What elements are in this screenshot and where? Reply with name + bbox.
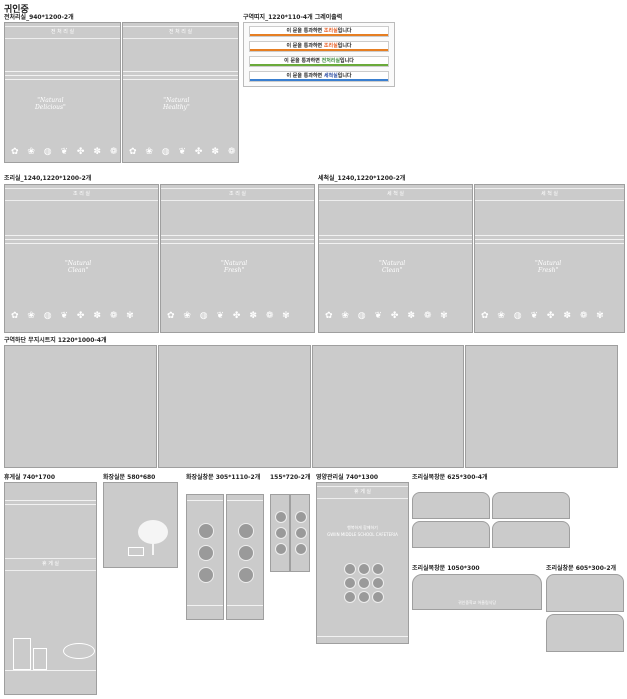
- kitchen-window2: [546, 614, 624, 652]
- page-title: 귀인중: [4, 5, 29, 15]
- slogan: 행복하게 함께하기: [347, 525, 378, 530]
- script-text: "Natural Fresh": [221, 260, 248, 274]
- kitchen-panel-right: 조 리 실 "Natural Fresh" ✿ ❀ ◍ ❦ ✤ ✽ ❁ ✾: [160, 184, 315, 333]
- plain-sheet: [158, 345, 311, 468]
- kitchen-window-title: 조리실복창문 625*300-4개: [412, 474, 488, 481]
- kitchen-window-big: 귀인중학교 어울림식당: [412, 574, 542, 610]
- lounge-title: 휴게실 740*1700: [4, 474, 56, 481]
- nutrition-title: 영양관리실 740*1300: [316, 474, 379, 481]
- pantry-title: 전처리실_940*1200-2개: [4, 14, 74, 21]
- wash-title: 세척실_1240,1220*1200-2개: [318, 175, 406, 182]
- restroom-window: [186, 494, 224, 620]
- restroom-door: [103, 482, 178, 568]
- food-icon-row: ✿ ❀ ◍ ❦ ✤ ✽ ❁ ✾: [129, 147, 255, 157]
- plain-sheet: [465, 345, 618, 468]
- nutrition-panel: 휴 게 실 행복하게 함께하기 GWIIN MIDDLE SCHOOL CAFE…: [316, 482, 409, 644]
- school-name: GWIIN MIDDLE SCHOOL CAFETERIA: [327, 532, 398, 537]
- script-text: "Natural Fresh": [535, 260, 562, 274]
- kitchen-window: [492, 521, 570, 548]
- kitchen-window: [412, 492, 490, 519]
- script-text: "Natural Healthy": [163, 97, 190, 111]
- zone-label: 이 문을 통과하면 조리실입니다: [249, 26, 389, 37]
- building-icon: [13, 638, 31, 670]
- kitchen-window2: [546, 574, 624, 612]
- script-text: "Natural Clean": [379, 260, 406, 274]
- plain-title: 구역하단 무지시트지 1220*1000-4개: [4, 337, 107, 344]
- kitchen-window: [492, 492, 570, 519]
- labels-title: 구역띠지_1220*110-4개 그레이출력: [243, 14, 343, 21]
- bench-icon: [128, 547, 144, 556]
- plain-sheet: [312, 345, 464, 468]
- food-icon-row: ✿ ❀ ◍ ❦ ✤ ✽ ❁ ✾: [167, 311, 293, 321]
- script-text: "Natural Clean": [65, 260, 92, 274]
- building-icon: [33, 648, 47, 670]
- kitchen-window2-title: 조리실창문 605*300-2개: [546, 565, 617, 572]
- wash-panel-right: 세 척 실 "Natural Fresh" ✿ ❀ ◍ ❦ ✤ ✽ ❁ ✾: [474, 184, 625, 333]
- caption: 귀인중학교 어울림식당: [457, 600, 497, 605]
- restroom-window: [226, 494, 264, 620]
- pantry-panel-left: 전 처 리 실 "Natural Delicious" ✿ ❀ ◍ ❦ ✤ ✽ …: [4, 22, 134, 163]
- kitchen-title: 조리실_1240,1220*1200-2개: [4, 175, 92, 182]
- pantry-panel-right: 전 처 리 실 "Natural Healthy" ✿ ❀ ◍ ❦ ✤ ✽ ❁ …: [122, 22, 252, 163]
- lounge-panel: 휴 게 실: [4, 482, 97, 695]
- plain-sheet: [4, 345, 157, 468]
- tree-icon: [63, 643, 95, 659]
- food-icon-row: ✿ ❀ ◍ ❦ ✤ ✽ ❁ ✾: [481, 311, 607, 321]
- kitchen-window-big-title: 조리실복창문 1050*300: [412, 565, 480, 572]
- food-icon-row: ✿ ❀ ◍ ❦ ✤ ✽ ❁ ✾: [11, 147, 137, 157]
- small-panel: [270, 494, 290, 572]
- small-title: 155*720-2개: [270, 474, 311, 481]
- tree-icon: [138, 520, 168, 544]
- small-panel: [290, 494, 310, 572]
- labels-sheet: 이 문을 통과하면 조리실입니다 이 문을 통과하면 조리실입니다 이 문을 통…: [243, 22, 395, 87]
- kitchen-window: [412, 521, 490, 548]
- food-icon-row: ✿ ❀ ◍ ❦ ✤ ✽ ❁ ✾: [325, 311, 451, 321]
- wash-panel-left: 세 척 실 "Natural Clean" ✿ ❀ ◍ ❦ ✤ ✽ ❁ ✾: [318, 184, 473, 333]
- zone-label: 이 문을 통과하면 전처리실입니다: [249, 56, 389, 67]
- kitchen-panel-left: 조 리 실 "Natural Clean" ✿ ❀ ◍ ❦ ✤ ✽ ❁ ✾: [4, 184, 159, 333]
- script-text: "Natural Delicious": [35, 97, 66, 111]
- restroom-title: 화장실문 580*680: [103, 474, 156, 481]
- zone-label: 이 문을 통과하면 조리실입니다: [249, 41, 389, 52]
- restroom-window-title: 화장실창문 305*1110-2개: [186, 474, 261, 481]
- food-icon-row: ✿ ❀ ◍ ❦ ✤ ✽ ❁ ✾: [11, 311, 137, 321]
- zone-label: 이 문을 통과하면 세척실입니다: [249, 71, 389, 82]
